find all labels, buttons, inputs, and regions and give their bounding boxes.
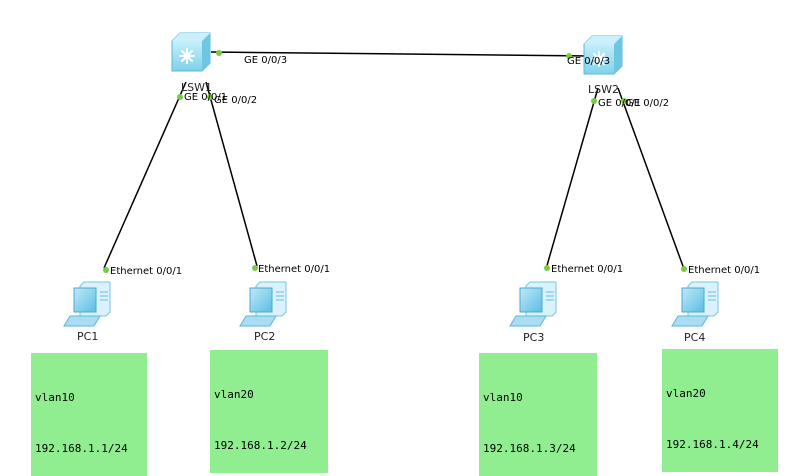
switch-icon[interactable] bbox=[584, 36, 622, 74]
pc-icon[interactable] bbox=[240, 282, 286, 326]
ip-address: 192.168.1.4/24 bbox=[666, 436, 772, 453]
port-label-pc4: Ethernet 0/0/1 bbox=[688, 265, 760, 276]
port-dot bbox=[591, 98, 597, 104]
vlan-label: vlan20 bbox=[214, 386, 322, 403]
note-pc4: vlan20 192.168.1.4/24 bbox=[662, 349, 778, 472]
link-lsw2-pc4 bbox=[618, 88, 684, 269]
port-dot bbox=[103, 267, 109, 273]
port-dot bbox=[544, 265, 550, 271]
port-dot bbox=[177, 94, 183, 100]
vlan-label: vlan20 bbox=[666, 385, 772, 402]
link-lsw1-pc1 bbox=[104, 82, 186, 268]
port-dot bbox=[216, 50, 222, 56]
network-topology: LSW1 LSW2 PC1 PC2 PC3 PC4 GE 0/0/3 GE 0/… bbox=[0, 0, 792, 403]
note-pc2: vlan20 192.168.1.2/24 bbox=[210, 350, 328, 473]
vlan-label: vlan10 bbox=[483, 389, 591, 406]
port-label-pc1: Ethernet 0/0/1 bbox=[110, 266, 182, 277]
port-label-lsw1-trunk: GE 0/0/3 bbox=[244, 55, 287, 66]
port-label-lsw2-p2: GE 0/0/2 bbox=[626, 98, 669, 109]
port-label-pc2: Ethernet 0/0/1 bbox=[258, 264, 330, 275]
note-pc3: vlan10 192.168.1.3/24 bbox=[479, 353, 597, 476]
port-label-lsw1-p2: GE 0/0/2 bbox=[214, 95, 257, 106]
ip-address: 192.168.1.3/24 bbox=[483, 440, 591, 457]
pc-label-pc1: PC1 bbox=[77, 330, 98, 343]
ip-address: 192.168.1.2/24 bbox=[214, 437, 322, 454]
pc-icon[interactable] bbox=[510, 282, 556, 326]
pc-label-pc3: PC3 bbox=[523, 331, 544, 344]
pc-label-pc4: PC4 bbox=[684, 331, 705, 344]
pc-icon[interactable] bbox=[64, 282, 110, 326]
pc-icon[interactable] bbox=[672, 282, 718, 326]
ip-address: 192.168.1.1/24 bbox=[35, 440, 141, 457]
switch-label-lsw2: LSW2 bbox=[588, 83, 619, 96]
port-label-pc3: Ethernet 0/0/1 bbox=[551, 264, 623, 275]
link-lsw1-pc2 bbox=[206, 82, 257, 266]
vlan-label: vlan10 bbox=[35, 389, 141, 406]
link-lsw2-pc3 bbox=[546, 88, 598, 269]
note-pc1: vlan10 192.168.1.1/24 bbox=[31, 353, 147, 476]
pc-label-pc2: PC2 bbox=[254, 330, 275, 343]
port-dot bbox=[681, 266, 687, 272]
port-label-lsw2-trunk: GE 0/0/3 bbox=[567, 56, 610, 67]
switch-icon[interactable] bbox=[172, 33, 210, 71]
